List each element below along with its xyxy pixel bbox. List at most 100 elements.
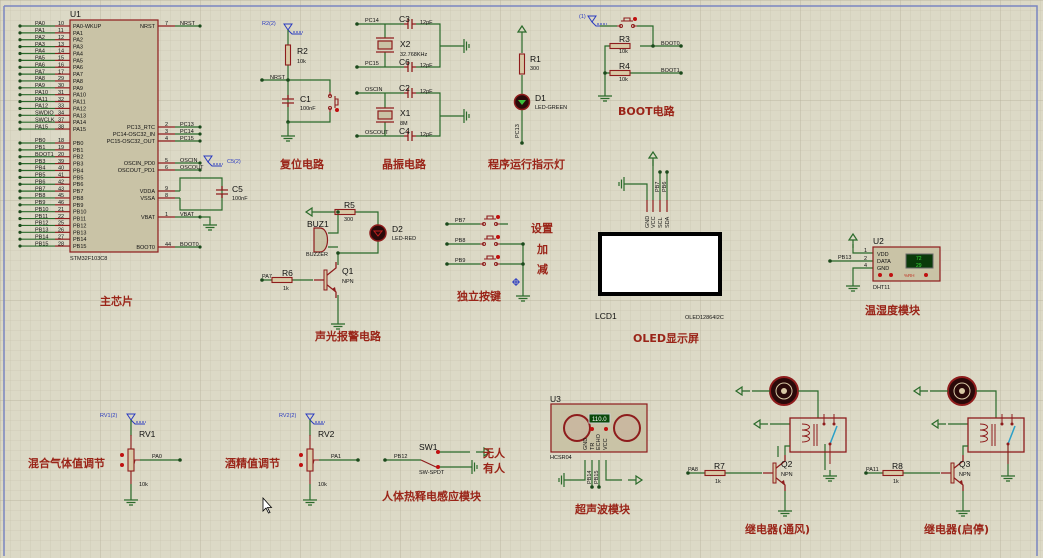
ultrasonic-sensor[interactable]: U3 110.0 GND TR ECHO VCC HCSR04 PB14 PB1… [550,394,648,516]
boot-circuit[interactable]: (1) R3 10k R4 10k BOOT0 BOOT1 BOOT电路 [579,14,683,118]
u1-pin-terminal[interactable] [18,51,22,56]
u1-pin-terminal[interactable] [18,175,22,179]
u1-pin-terminal[interactable] [198,139,202,143]
pc14-net: PC14 [365,18,379,24]
pa7-net: PA7 [262,274,272,280]
x2-value: 32.768KHz [400,52,427,58]
reset-circuit[interactable]: R2(2) R2 10k NRST C1 100nF 复位电路 [260,21,340,171]
u1-pin-net: PB5 [35,173,45,179]
u1-pin-terminal[interactable] [18,24,22,28]
u1-pin-net: PB9 [35,200,45,206]
u1-pin-number: 3 [165,129,168,135]
oled-pin-gnd: GND [645,216,651,228]
r2-ref: R2 [297,46,308,56]
relay1-vent[interactable]: PA8 R7 1k Q2 NPN 继电器(通风) [686,376,847,536]
c4-value: 12pF [420,132,433,138]
u1-pin-number: 1 [165,212,168,218]
u1-pin-number: 46 [58,200,64,206]
u1-body[interactable] [69,19,159,253]
u1-pin-number: 17 [58,69,64,75]
u1-pin-terminal[interactable] [18,162,22,166]
u1-pin-terminal[interactable] [18,223,22,228]
u1-pin-terminal[interactable] [18,230,22,234]
rv2-pot[interactable]: RV2(2) RV2 PA1 10k 酒精值调节 [225,413,360,506]
u1-pin-terminal[interactable] [18,65,22,69]
dht11-display [905,253,934,269]
u1-pin-terminal[interactable] [18,31,22,35]
dht-pin-num-2: 2 [864,256,867,262]
buz1-ref: BUZ1 [307,219,329,229]
u3-pin-echo: ECHO [596,433,602,450]
u1-pin-terminal[interactable] [18,216,22,221]
u1-pin-terminal[interactable] [198,168,202,172]
u1-pin-terminal[interactable] [18,148,22,152]
u1-pin-terminal[interactable] [18,79,22,83]
u1-pin-terminal[interactable] [198,132,202,136]
u1-pin-net: PB12 [35,221,48,227]
crystal-circuit[interactable]: PC14 PC15 OSCIN OSCOUT C3 C6 C2 C4 12pF … [355,14,470,171]
u1-pin-name: PC13_RTC [127,125,155,131]
u1-pin-terminal[interactable] [198,161,202,165]
dht11-temp: 72 [916,256,922,262]
u1-pin-terminal[interactable] [18,196,22,200]
run-led-circuit[interactable]: R1 300 D1 LED-GREEN PC13 程序运行指示灯 [488,25,567,171]
u1-pin-net: PC14 [180,129,194,135]
r4-ref: R4 [619,61,630,71]
relay2-startstop[interactable]: PA11 R8 1k Q3 NPN 继电器(启停) [864,376,1025,536]
u1-pin-terminal[interactable] [18,168,22,173]
alarm-circuit[interactable]: R5 300 D2 LED-RED BUZ1 BUZZER Q1 NPN R6 … [260,200,416,343]
r1-ref: R1 [530,54,541,64]
label-boot: BOOT电路 [618,104,676,118]
u1-pin-terminal[interactable] [18,141,22,145]
r7-ref: R7 [714,461,725,471]
u1-pin-terminal[interactable] [18,86,22,90]
dht11-hum: 29 [916,263,922,269]
u1-pin-terminal[interactable] [18,72,22,76]
keys-circuit[interactable]: PB7 PB8 PB9 设置 加 减 独立按键 [445,214,553,303]
r4-value: 10k [619,77,628,83]
c5-value: 100nF [232,196,248,202]
oled-display[interactable]: PB7 PB6 GND VCC SCL SDA LCD1 OLED12864I2… [595,151,724,345]
u1-pin-terminal[interactable] [18,210,22,214]
u1-pin-terminal[interactable] [18,58,22,62]
u1-pin-terminal[interactable] [18,93,22,97]
rv1-probe: RV1(2) [100,413,117,419]
u1-pin-terminal[interactable] [18,127,22,131]
u1-pin-terminal[interactable] [18,45,22,49]
u1-pin-name: PB11 [73,217,86,223]
oled-sda-net: PB6 [662,182,668,192]
u1-pin-terminal[interactable] [18,203,22,207]
u1-pin-number: 11 [58,28,64,34]
c3-value: 12pF [420,20,433,26]
u1-pin-terminal[interactable] [18,155,22,159]
u1-pin-name: OSCIN_PD0 [124,161,155,167]
u1-pin-number: 4 [165,136,168,142]
u1-pin-number: 15 [58,56,64,62]
u1-pin-terminal[interactable] [18,99,22,104]
u1-pin-terminal[interactable] [18,120,22,124]
u1-pin-number: 25 [58,221,64,227]
u1-pin-name: PB4 [73,168,83,174]
u1-pin-terminal[interactable] [18,189,22,193]
rv1-pot[interactable]: RV1(2) RV1 PA0 10k 混合气体值调节 [28,413,182,506]
u1-pin-terminal[interactable] [18,237,22,241]
u1-pin-terminal[interactable] [18,113,22,117]
u1-pin-terminal[interactable] [18,182,22,186]
u1-pin-name: PA3 [73,45,83,51]
dht11-sensor[interactable]: 72 29 %RH U2 VDD DATA GND 1 2 4 PB13 DHT… [828,233,941,317]
u1-pin-terminal[interactable] [198,125,202,129]
label-no-person: 无人 [482,446,506,460]
u1-pin-terminal[interactable] [18,244,22,248]
u1-pin-terminal[interactable] [198,245,202,249]
label-relay-startstop: 继电器(启停) [924,522,989,536]
rv1-ref: RV1 [139,429,156,439]
sw1-pir-switch[interactable]: SW1 SW-SPDT PB12 无人 有人 人体热释电感应模块 [382,442,506,503]
u1-pin-terminal[interactable] [18,106,22,111]
u1-pin-terminal[interactable] [198,24,202,28]
u1-pin-terminal[interactable] [18,38,22,42]
u1-pin-number: 33 [58,104,64,110]
u1-pin-name: PA12 [73,106,86,112]
